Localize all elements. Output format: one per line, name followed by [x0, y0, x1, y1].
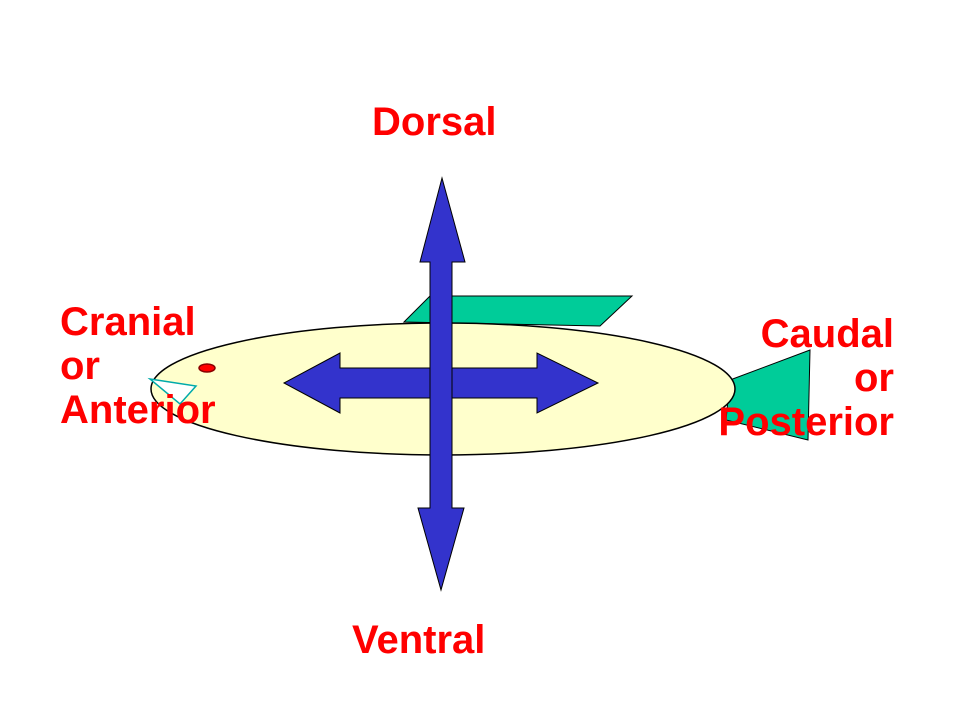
fish-eye: [198, 363, 216, 373]
cranial-anterior-label: Cranial or Anterior: [60, 300, 216, 432]
cranial-label-line: Cranial: [60, 300, 196, 344]
vertical-double-arrow: [417, 176, 466, 592]
caudal-label-line: Posterior: [718, 400, 894, 444]
cranial-label-line: Anterior: [60, 388, 216, 432]
caudal-label-line: Caudal: [760, 312, 894, 356]
fish-mouth: [147, 377, 198, 406]
tail-fin: [725, 349, 811, 441]
cranial-label-line: or: [60, 344, 100, 388]
dorsal-fin: [402, 295, 634, 327]
caudal-label-line: or: [854, 356, 894, 400]
dorsal-label: Dorsal: [372, 100, 497, 144]
ventral-label: Ventral: [352, 618, 486, 662]
caudal-posterior-label: Caudal or Posterior: [640, 312, 894, 444]
